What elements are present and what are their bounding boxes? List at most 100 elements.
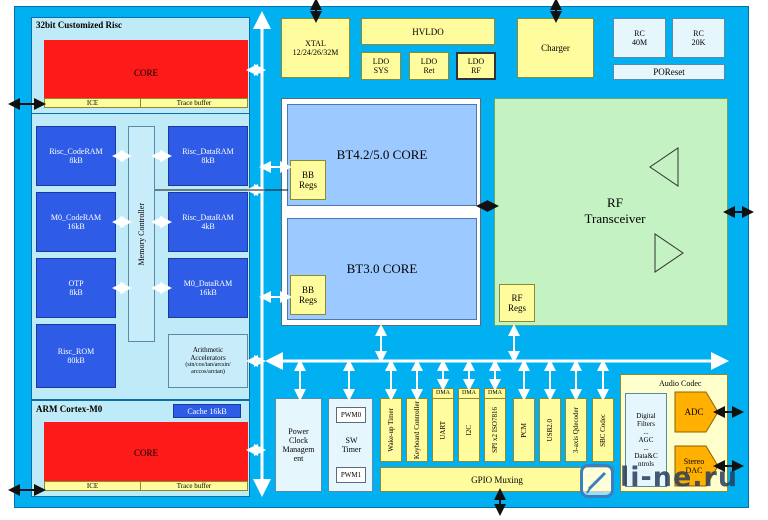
rf-regs: RF Regs bbox=[499, 284, 535, 322]
rf-regs-line-1: RF bbox=[511, 293, 523, 303]
m0-dataram-name: M0_DataRAM bbox=[183, 279, 233, 288]
risc-core-label: CORE bbox=[133, 67, 158, 78]
periph-i2c: DMA I2C bbox=[458, 388, 480, 462]
xtal-freq: 12/24/26/32M bbox=[292, 48, 339, 57]
risc-dataram-4k: Risc_DataRAM 4kB bbox=[168, 192, 248, 252]
rf-title-line-2: Transceiver bbox=[584, 211, 646, 226]
ldo-ret: LDO Ret bbox=[409, 52, 449, 80]
adc-label: ADC bbox=[684, 407, 704, 417]
digital-filters: Digital Filters ... AGC ... Data&C ntrol… bbox=[625, 393, 667, 487]
power-line-2: Clock bbox=[288, 436, 309, 445]
arm-title: ARM Cortex-M0 bbox=[36, 404, 103, 414]
rf-title: RF Transceiver bbox=[555, 191, 675, 231]
periph-keyboard-controller: Keyboard Controller bbox=[406, 398, 428, 462]
risc-rom-name: Risc_ROM bbox=[57, 347, 95, 356]
watermark-pen-icon bbox=[586, 471, 607, 494]
periph-qdecoder-label: 3-axis Qdecoder bbox=[572, 406, 580, 454]
rc-40m-line-2: 40M bbox=[631, 38, 648, 47]
rf-title-line-1: RF bbox=[607, 195, 623, 210]
arith-line-2: Accelerators bbox=[190, 354, 226, 362]
sw-timer: SW Timer bbox=[329, 433, 374, 457]
arm-core: CORE bbox=[44, 422, 248, 484]
periph-i2c-dma: DMA bbox=[459, 389, 479, 399]
arm-cache-label: Cache 16kB bbox=[187, 406, 227, 416]
filters-line-3: ... bbox=[643, 428, 649, 436]
poreset-label: POReset bbox=[653, 67, 685, 77]
bt42-core-label: BT4.2/5.0 CORE bbox=[336, 147, 428, 162]
rc-20k: RC 20K bbox=[672, 18, 725, 58]
risc-dataram-8k-name: Risc_DataRAM bbox=[182, 147, 234, 156]
sw-timer-line-1: SW bbox=[345, 436, 358, 445]
arith-line-4: arccos/arctan) bbox=[191, 369, 225, 375]
bb-regs-2: BB Regs bbox=[290, 275, 326, 315]
rc-20k-line-1: RC bbox=[693, 29, 704, 38]
dac-line-1: Stereo bbox=[683, 457, 705, 466]
periph-qdecoder: 3-axis Qdecoder bbox=[565, 398, 587, 462]
gpio-muxing: GPIO Muxing bbox=[380, 467, 614, 492]
rf-regs-line-2: Regs bbox=[508, 303, 526, 313]
periph-wakeup-timer: Wake-up Timer bbox=[380, 398, 402, 462]
risc-dataram-8k: Risc_DataRAM 8kB bbox=[168, 126, 248, 186]
filters-line-2: Filters bbox=[637, 420, 655, 428]
otp-name: OTP bbox=[68, 279, 84, 288]
hvldo-label: HVLDO bbox=[412, 26, 444, 37]
ldo-sys-line-1: LDO bbox=[372, 57, 390, 66]
risc-coderam-name: Risc_CodeRAM bbox=[49, 147, 103, 156]
bb-regs-2-line-2: Regs bbox=[299, 295, 317, 305]
pwm1: PWM1 bbox=[336, 467, 366, 483]
power-clock-management: Power Clock Managem ent bbox=[275, 398, 322, 492]
m0-dataram-size: 16kB bbox=[199, 288, 217, 297]
arithmetic-accelerators: Arithmetic Accelerators (sin/cos/tan/arc… bbox=[168, 334, 248, 388]
dac-line-2: DAC bbox=[685, 466, 703, 475]
hvldo: HVLDO bbox=[361, 18, 495, 45]
arith-line-3: (sin/cos/tan/arcsin/ bbox=[185, 362, 231, 368]
watermark-text: li-ne.ru bbox=[620, 462, 739, 493]
periph-usb: USB2.0 bbox=[539, 398, 561, 462]
m0-coderam-name: M0_CodeRAM bbox=[50, 213, 102, 222]
ldo-sys-line-2: SYS bbox=[373, 66, 389, 75]
stereo-dac: Stereo DAC bbox=[675, 452, 713, 480]
periph-uart-label: UART bbox=[439, 420, 447, 440]
memory-controller: Memory Controller bbox=[128, 126, 155, 342]
ldo-ret-line-2: Ret bbox=[423, 66, 435, 75]
ldo-ret-line-1: LDO bbox=[420, 57, 438, 66]
bb-regs-2-line-1: BB bbox=[301, 285, 314, 295]
ldo-rf: LDO RF bbox=[456, 52, 496, 80]
memory-controller-label: Memory Controller bbox=[137, 202, 146, 266]
ldo-rf-line-2: RF bbox=[471, 66, 481, 75]
gpio-muxing-label: GPIO Muxing bbox=[471, 474, 523, 485]
power-line-1: Power bbox=[288, 427, 309, 436]
filters-line-7: ntrols bbox=[638, 460, 654, 468]
arm-cache: Cache 16kB bbox=[173, 404, 241, 418]
risc-title: 32bit Customized Risc bbox=[36, 20, 122, 30]
arm-core-label: CORE bbox=[133, 448, 158, 458]
bb-regs-1-line-2: Regs bbox=[299, 180, 317, 190]
sw-timer-line-2: Timer bbox=[341, 445, 362, 454]
periph-pcm: PCM bbox=[513, 398, 535, 462]
arm-trace-buffer: Trace buffer bbox=[176, 482, 212, 490]
pwm0-label: PWM0 bbox=[340, 411, 362, 419]
periph-keyboard-controller-label: Keyboard Controller bbox=[413, 400, 421, 460]
periph-sbc-codec-label: SBC Codec bbox=[599, 413, 607, 447]
periph-spi-label: SPI x2 ISO7816 bbox=[491, 407, 499, 453]
power-line-4: ent bbox=[293, 454, 304, 463]
arm-debug-bar: ICE Trace buffer bbox=[44, 481, 248, 491]
power-line-3: Managem bbox=[282, 445, 315, 454]
risc-dataram-8k-size: 8kB bbox=[201, 156, 215, 165]
filters-line-1: Digital bbox=[636, 412, 656, 420]
otp-size: 8kB bbox=[69, 288, 83, 297]
bb-regs-1: BB Regs bbox=[290, 160, 326, 200]
periph-wakeup-timer-label: Wake-up Timer bbox=[387, 408, 395, 452]
ldo-rf-line-1: LDO bbox=[467, 57, 485, 66]
periph-sbc-codec: SBC Codec bbox=[592, 398, 614, 462]
watermark-logo-icon bbox=[580, 464, 614, 498]
periph-pcm-label: PCM bbox=[520, 422, 528, 438]
risc-ice: ICE bbox=[45, 99, 141, 107]
rc-40m: RC 40M bbox=[613, 18, 666, 58]
bb-regs-1-line-1: BB bbox=[301, 170, 314, 180]
pwm0: PWM0 bbox=[336, 407, 366, 423]
periph-i2c-label: I2C bbox=[465, 424, 473, 436]
audio-codec-title: Audio Codec bbox=[659, 379, 702, 388]
filters-line-6: Data&C bbox=[634, 452, 658, 460]
bt30-core-label: BT3.0 CORE bbox=[346, 261, 418, 276]
